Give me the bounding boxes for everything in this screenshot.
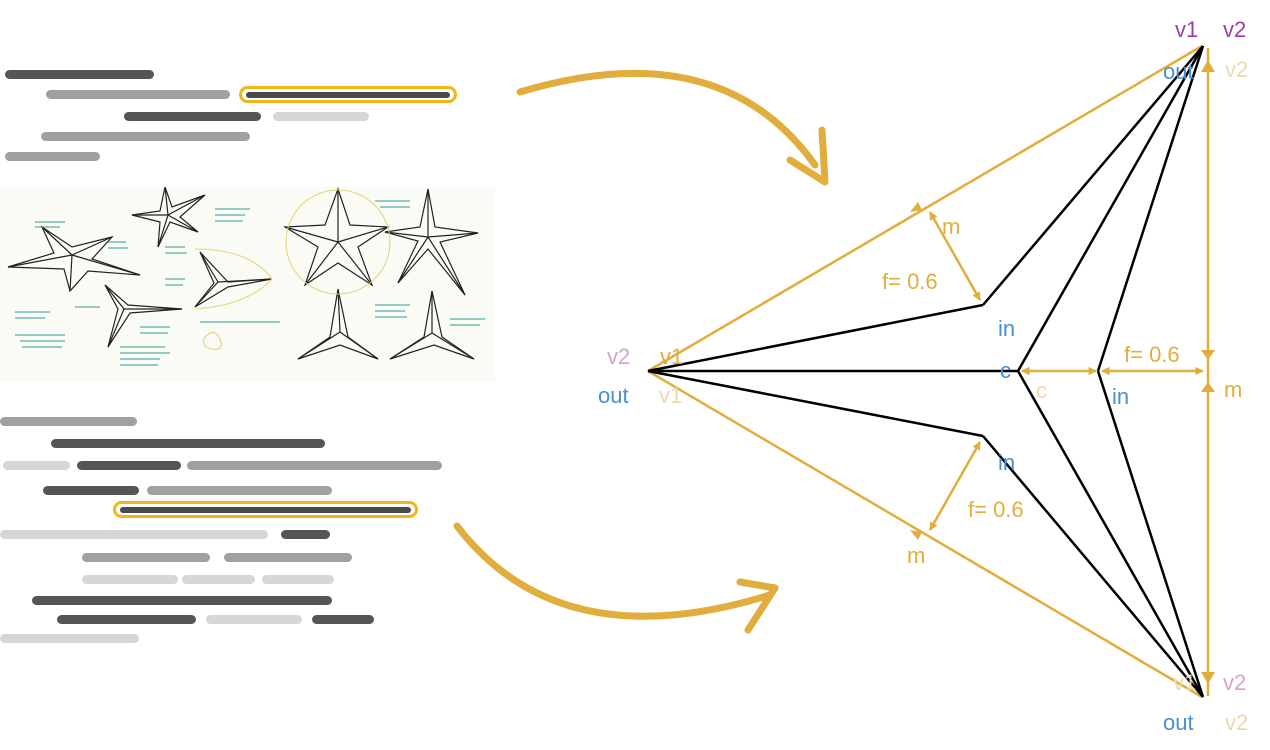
text-line bbox=[0, 530, 268, 539]
arrow-bottom-curve bbox=[453, 522, 774, 620]
text-line bbox=[32, 596, 332, 605]
factor-bottom-label: f= 0.6 bbox=[968, 497, 1024, 522]
text-line bbox=[51, 439, 325, 448]
highlighted-text-line bbox=[239, 86, 457, 103]
bottom-vertex-v2-label: v2 bbox=[1223, 670, 1246, 695]
notebook-sketch bbox=[0, 187, 495, 382]
text-line bbox=[312, 615, 374, 624]
arrow-bottom-head bbox=[736, 578, 779, 634]
midpoint-right-label: m bbox=[1224, 377, 1242, 402]
text-line bbox=[0, 634, 139, 643]
text-line bbox=[0, 417, 137, 426]
left-vertex-v1-faint-label: v1 bbox=[659, 383, 682, 408]
text-line bbox=[82, 553, 210, 562]
text-line bbox=[82, 575, 178, 584]
text-line bbox=[273, 112, 369, 121]
top-vertex-out-label: out bbox=[1163, 59, 1194, 84]
text-line bbox=[5, 70, 154, 79]
factor-right-label: f= 0.6 bbox=[1124, 342, 1180, 367]
midpoint-top-label: m bbox=[942, 214, 960, 239]
inner-top-label: in bbox=[998, 316, 1015, 341]
text-line bbox=[224, 553, 352, 562]
text-line bbox=[43, 486, 139, 495]
outer-edge-left-top bbox=[647, 44, 1203, 373]
inner-bottom-label: in bbox=[998, 450, 1015, 475]
arrow-top-curve bbox=[516, 69, 819, 169]
text-line bbox=[57, 615, 196, 624]
bottom-vertex-v1-label: v1 bbox=[1173, 670, 1196, 695]
top-vertex-v1-label: v1 bbox=[1175, 17, 1198, 42]
factor-top-label: f= 0.6 bbox=[882, 269, 938, 294]
left-vertex-v1-label: v1 bbox=[660, 344, 683, 369]
midpoint-bottom-label: m bbox=[907, 543, 925, 568]
center-c-faint-label: c bbox=[1036, 378, 1047, 403]
inner-right-label: in bbox=[1112, 384, 1129, 409]
highlighted-text-line bbox=[113, 501, 418, 518]
left-vertex-out-label: out bbox=[598, 383, 629, 408]
center-label: c bbox=[1000, 358, 1011, 383]
top-vertex-v2-faint-label: v2 bbox=[1225, 57, 1248, 82]
text-line bbox=[46, 90, 230, 99]
outer-edge-left-bottom bbox=[647, 369, 1203, 699]
m-to-in-bottom bbox=[928, 441, 982, 531]
top-vertex-v2-label: v2 bbox=[1223, 17, 1246, 42]
text-line bbox=[206, 615, 302, 624]
text-line bbox=[77, 461, 181, 470]
text-line bbox=[5, 152, 100, 161]
text-line bbox=[147, 486, 332, 495]
arrow-top-head bbox=[786, 126, 829, 186]
text-line bbox=[41, 132, 250, 141]
text-line bbox=[182, 575, 255, 584]
text-line bbox=[3, 461, 70, 470]
bottom-vertex-out-label: out bbox=[1163, 710, 1194, 735]
m-to-in-top bbox=[928, 211, 982, 301]
text-line bbox=[187, 461, 442, 470]
text-line bbox=[124, 112, 261, 121]
text-line bbox=[281, 530, 330, 539]
bottom-vertex-v2-faint-label: v2 bbox=[1225, 710, 1248, 735]
text-line bbox=[262, 575, 334, 584]
left-vertex-v2-label: v2 bbox=[607, 344, 630, 369]
